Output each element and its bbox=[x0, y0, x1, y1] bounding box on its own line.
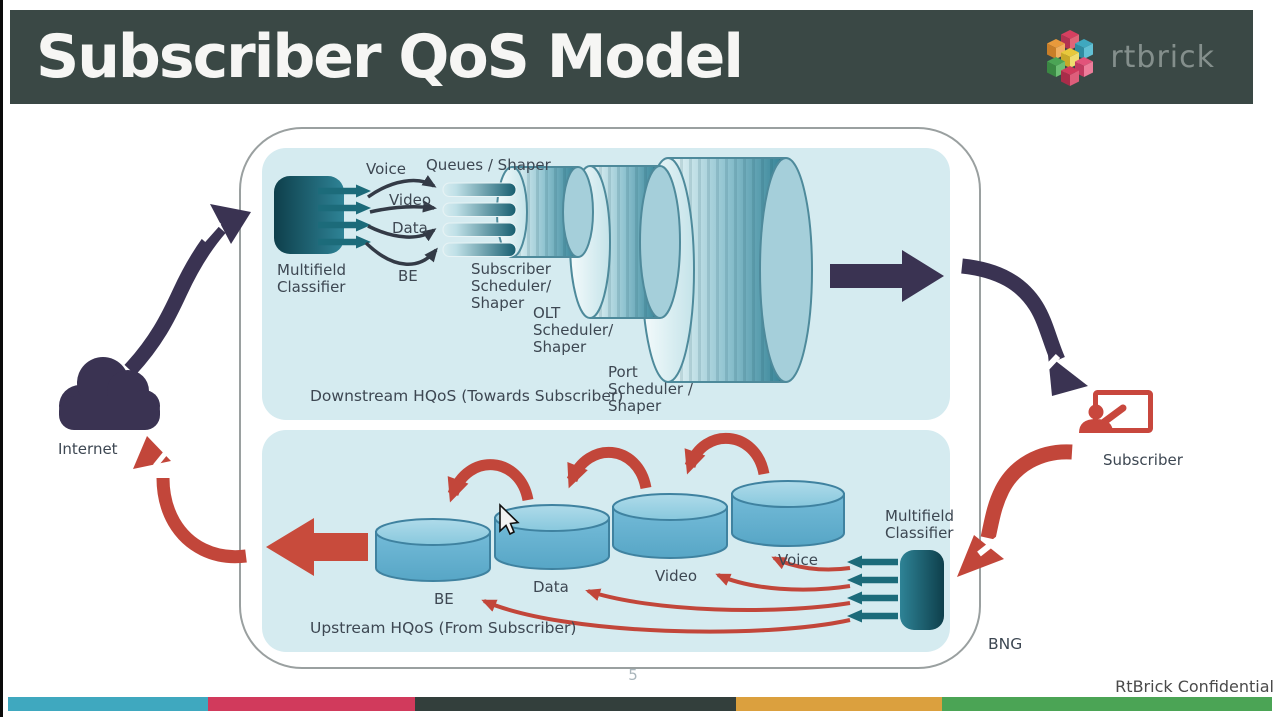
mouse-cursor bbox=[499, 503, 520, 536]
upstream-classifier-arrowheads bbox=[847, 555, 862, 623]
screen-left-edge bbox=[0, 0, 3, 717]
rtbrick-logo-icon bbox=[1047, 30, 1094, 86]
confidential-label: RtBrick Confidential bbox=[1115, 677, 1274, 696]
upstream-hop-arcs bbox=[447, 433, 770, 503]
upstream-classifier-label-line1: Multifield bbox=[885, 507, 954, 525]
upstream-section-label: Upstream HQoS (From Subscriber) bbox=[310, 619, 576, 637]
flow-data-label: Data bbox=[392, 219, 428, 237]
upstream-exit-arrow bbox=[266, 518, 368, 576]
subscriber-to-bng-arrow bbox=[957, 444, 1073, 577]
internet-to-bng-arrow bbox=[124, 204, 251, 376]
subscriber-label: Subscriber bbox=[1103, 451, 1184, 469]
logo-cube-crimson bbox=[1061, 66, 1080, 86]
olt-scheduler-label-line1: OLT bbox=[533, 304, 561, 322]
bucket-be-label: BE bbox=[434, 590, 454, 608]
footer-stripe-segment-amber bbox=[736, 697, 942, 711]
flow-video-label: Video bbox=[389, 191, 431, 209]
bucket-data bbox=[494, 504, 610, 570]
slide-header-bar: Subscriber QoS Model bbox=[10, 10, 1253, 104]
subscriber-scheduler-label-line3: Shaper bbox=[471, 294, 525, 312]
queues-shaper-label: Queues / Shaper bbox=[426, 156, 552, 174]
bng-label: BNG bbox=[988, 635, 1022, 653]
olt-scheduler-label-line3: Shaper bbox=[533, 338, 587, 356]
downstream-section-label: Downstream HQoS (Towards Subscriber) bbox=[310, 387, 623, 405]
subscriber-icon bbox=[1079, 390, 1153, 433]
slide-title: Subscriber QoS Model bbox=[36, 22, 744, 92]
logo-cube-green bbox=[1047, 57, 1066, 77]
subscriber-scheduler-label-line1: Subscriber bbox=[471, 260, 552, 278]
upstream-flow-lines bbox=[481, 556, 851, 634]
bucket-video-label: Video bbox=[655, 567, 697, 585]
bucket-data-label: Data bbox=[533, 578, 569, 596]
bucket-video bbox=[612, 493, 728, 559]
logo-cube-teal bbox=[1075, 39, 1094, 59]
port-scheduler-label-line1: Port bbox=[608, 363, 638, 381]
bucket-be bbox=[375, 518, 491, 582]
bng-to-internet-arrow bbox=[133, 436, 247, 564]
flow-be-label: BE bbox=[398, 267, 418, 285]
upstream-multifield-classifier-block bbox=[900, 550, 944, 630]
downstream-multifield-classifier-block bbox=[274, 176, 344, 254]
footer-color-stripe bbox=[8, 697, 1272, 711]
internet-cloud-icon bbox=[59, 357, 160, 430]
bucket-voice bbox=[731, 480, 845, 547]
footer-stripe-segment-dark bbox=[415, 697, 736, 711]
internet-label: Internet bbox=[58, 440, 118, 458]
subscriber-scheduler-label-line2: Scheduler/ bbox=[471, 277, 552, 295]
rtbrick-logo-text: rtbrick bbox=[1110, 39, 1215, 75]
olt-scheduler-label-line2: Scheduler/ bbox=[533, 321, 614, 339]
downstream-classifier-label-line2: Classifier bbox=[277, 278, 346, 296]
logo-cube-pink bbox=[1075, 57, 1094, 77]
upstream-classifier-label-line2: Classifier bbox=[885, 524, 954, 542]
downstream-classifier-arrowheads bbox=[356, 184, 371, 249]
downstream-flow-arrows bbox=[364, 175, 438, 266]
footer-stripe-segment-teal bbox=[8, 697, 208, 711]
downstream-classifier-label-line1: Multifield bbox=[277, 261, 346, 279]
port-scheduler-label-line3: Shaper bbox=[608, 397, 662, 415]
port-scheduler-label-line2: Scheduler / bbox=[608, 380, 694, 398]
queue-bars bbox=[442, 182, 517, 257]
downstream-exit-arrow bbox=[830, 250, 944, 302]
footer-stripe-segment-crimson bbox=[208, 697, 415, 711]
downstream-classifier-arrows bbox=[318, 187, 356, 246]
rtbrick-logo: rtbrick bbox=[1042, 26, 1215, 88]
bucket-voice-label: Voice bbox=[778, 551, 818, 569]
bng-to-subscriber-arrow bbox=[961, 258, 1088, 396]
page-number: 5 bbox=[628, 666, 638, 684]
footer-stripe-segment-green bbox=[942, 697, 1272, 711]
upstream-classifier-arrows bbox=[862, 558, 898, 620]
flow-voice-label: Voice bbox=[366, 160, 406, 178]
